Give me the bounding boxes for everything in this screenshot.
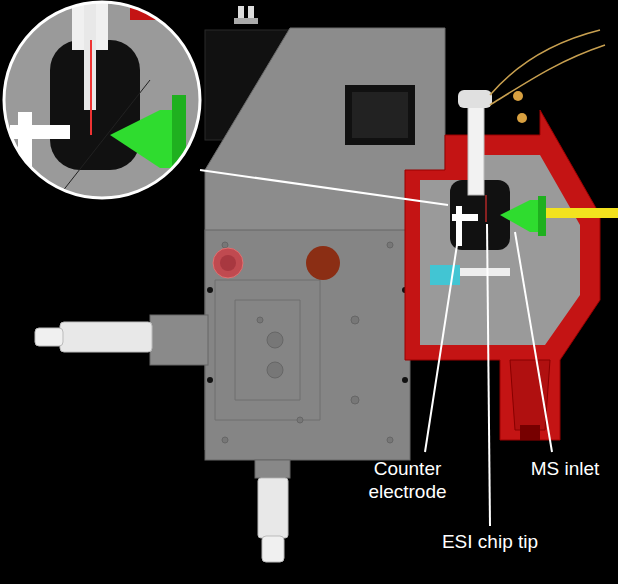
part-label: Counter electrode [345,457,470,503]
part-label: MS inlet [516,457,614,480]
part-label: ESI chip tip [420,530,560,553]
